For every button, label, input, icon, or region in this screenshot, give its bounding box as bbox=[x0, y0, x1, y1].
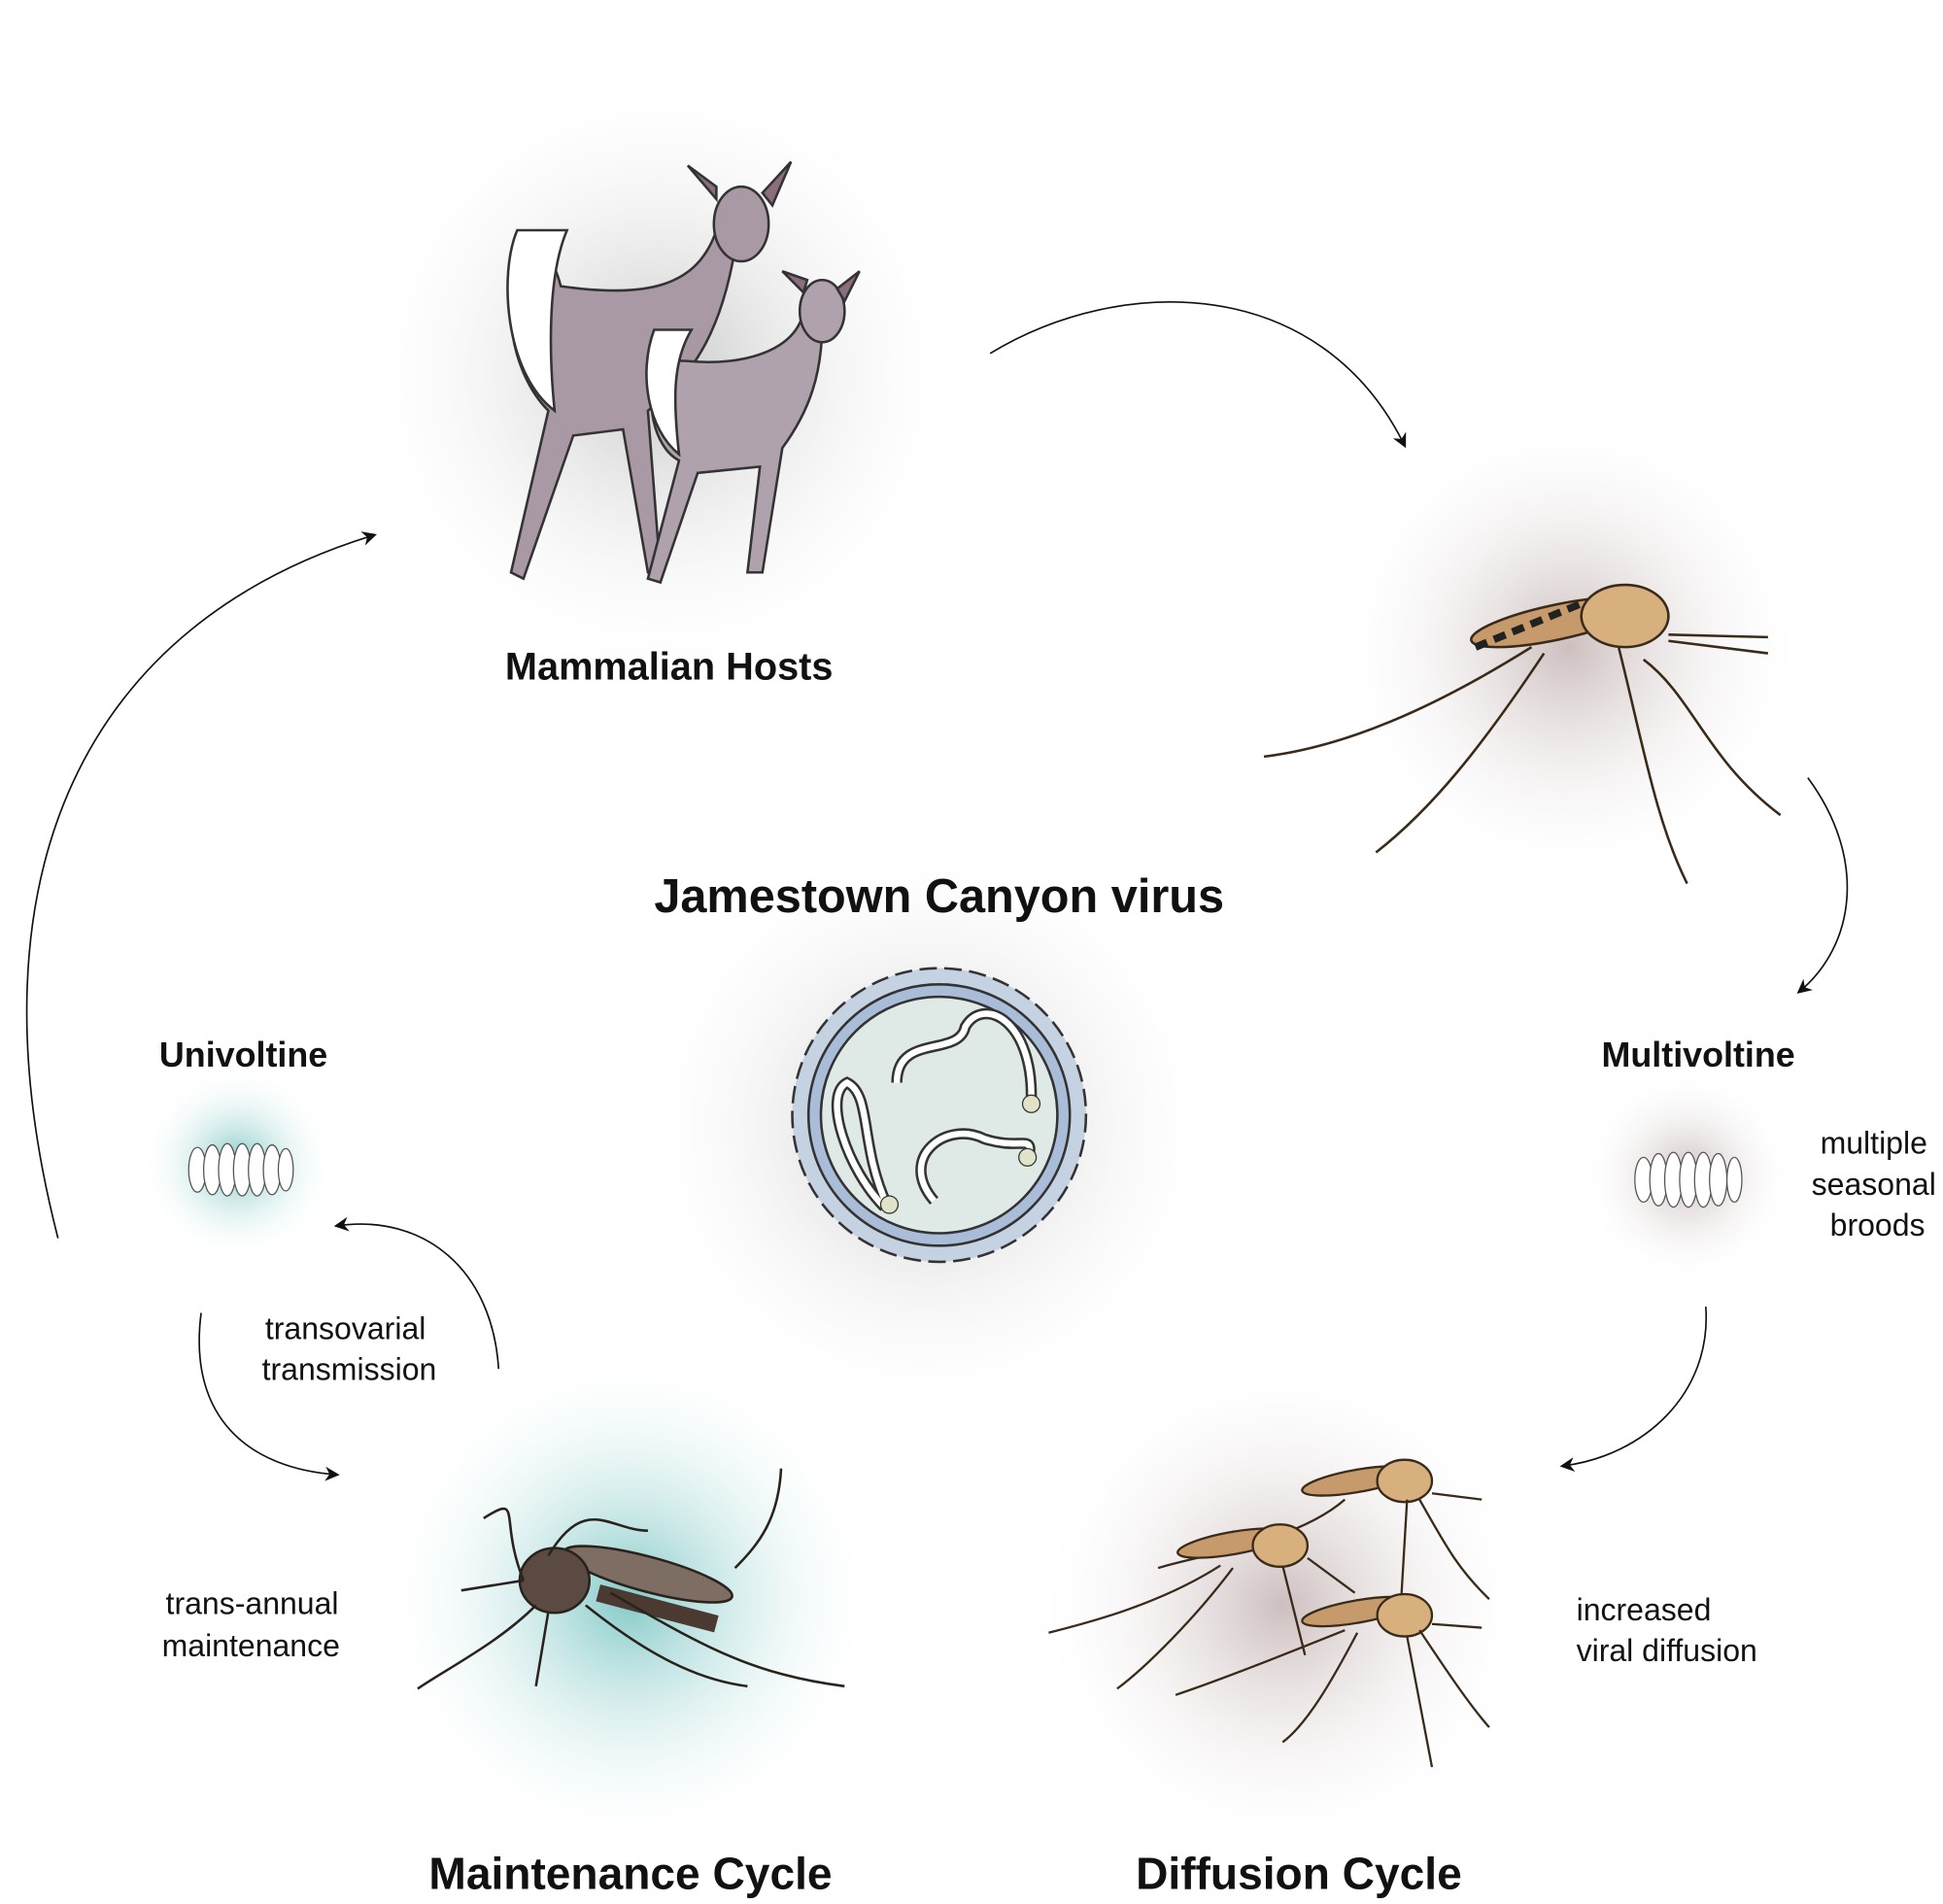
note-line: viral diffusion bbox=[1577, 1633, 1757, 1668]
culex-mosquito-illustration bbox=[1263, 583, 1782, 885]
virus-particle-illustration bbox=[791, 967, 1088, 1264]
diffusion-note: increased viral diffusion bbox=[1577, 1592, 1757, 1668]
multivoltine-eggs-icon bbox=[1634, 1151, 1743, 1208]
note-line: multiple bbox=[1821, 1126, 1927, 1161]
diffusion-glow bbox=[1034, 1356, 1532, 1854]
diffusion-cycle-label: Diffusion Cycle bbox=[1136, 1849, 1462, 1899]
diffusion-mosquitoes-illustration bbox=[1048, 1458, 1490, 1768]
arrow-univoltine-to-maintenance bbox=[198, 1312, 340, 1481]
deer-illustration bbox=[506, 160, 861, 585]
diagram-title: Jamestown Canyon virus bbox=[654, 870, 1224, 923]
arrow-vector-to-multivoltine bbox=[1796, 777, 1849, 994]
arrow-maintenance-to-univoltine bbox=[333, 1216, 500, 1370]
arrow-hosts-to-vector bbox=[989, 301, 1407, 449]
vector-glow bbox=[1332, 410, 1806, 884]
note-line: transmission bbox=[262, 1352, 437, 1387]
note-line: seasonal bbox=[1812, 1167, 1936, 1202]
note-line: trans-annual bbox=[166, 1586, 339, 1621]
trans-annual-note: trans-annual maintenance bbox=[162, 1586, 340, 1664]
arrow-multivoltine-to-diffusion bbox=[1559, 1307, 1707, 1473]
note-line: increased bbox=[1577, 1592, 1712, 1627]
hosts-label: Mammalian Hosts bbox=[505, 645, 834, 688]
arrow-univoltine-to-hosts bbox=[25, 531, 377, 1239]
univoltine-eggs-icon bbox=[187, 1142, 294, 1197]
note-line: transovarial bbox=[265, 1310, 426, 1345]
multivoltine-note: multiple seasonal broods bbox=[1812, 1126, 1936, 1243]
note-line: broods bbox=[1830, 1207, 1926, 1242]
note-line: maintenance bbox=[162, 1628, 340, 1663]
transovarial-note: transovarial transmission bbox=[262, 1310, 437, 1386]
aedes-mosquito-illustration bbox=[417, 1468, 845, 1690]
maintenance-cycle-label: Maintenance Cycle bbox=[428, 1849, 832, 1899]
multivoltine-label: Multivoltine bbox=[1602, 1036, 1795, 1074]
univoltine-label: Univoltine bbox=[159, 1036, 327, 1074]
